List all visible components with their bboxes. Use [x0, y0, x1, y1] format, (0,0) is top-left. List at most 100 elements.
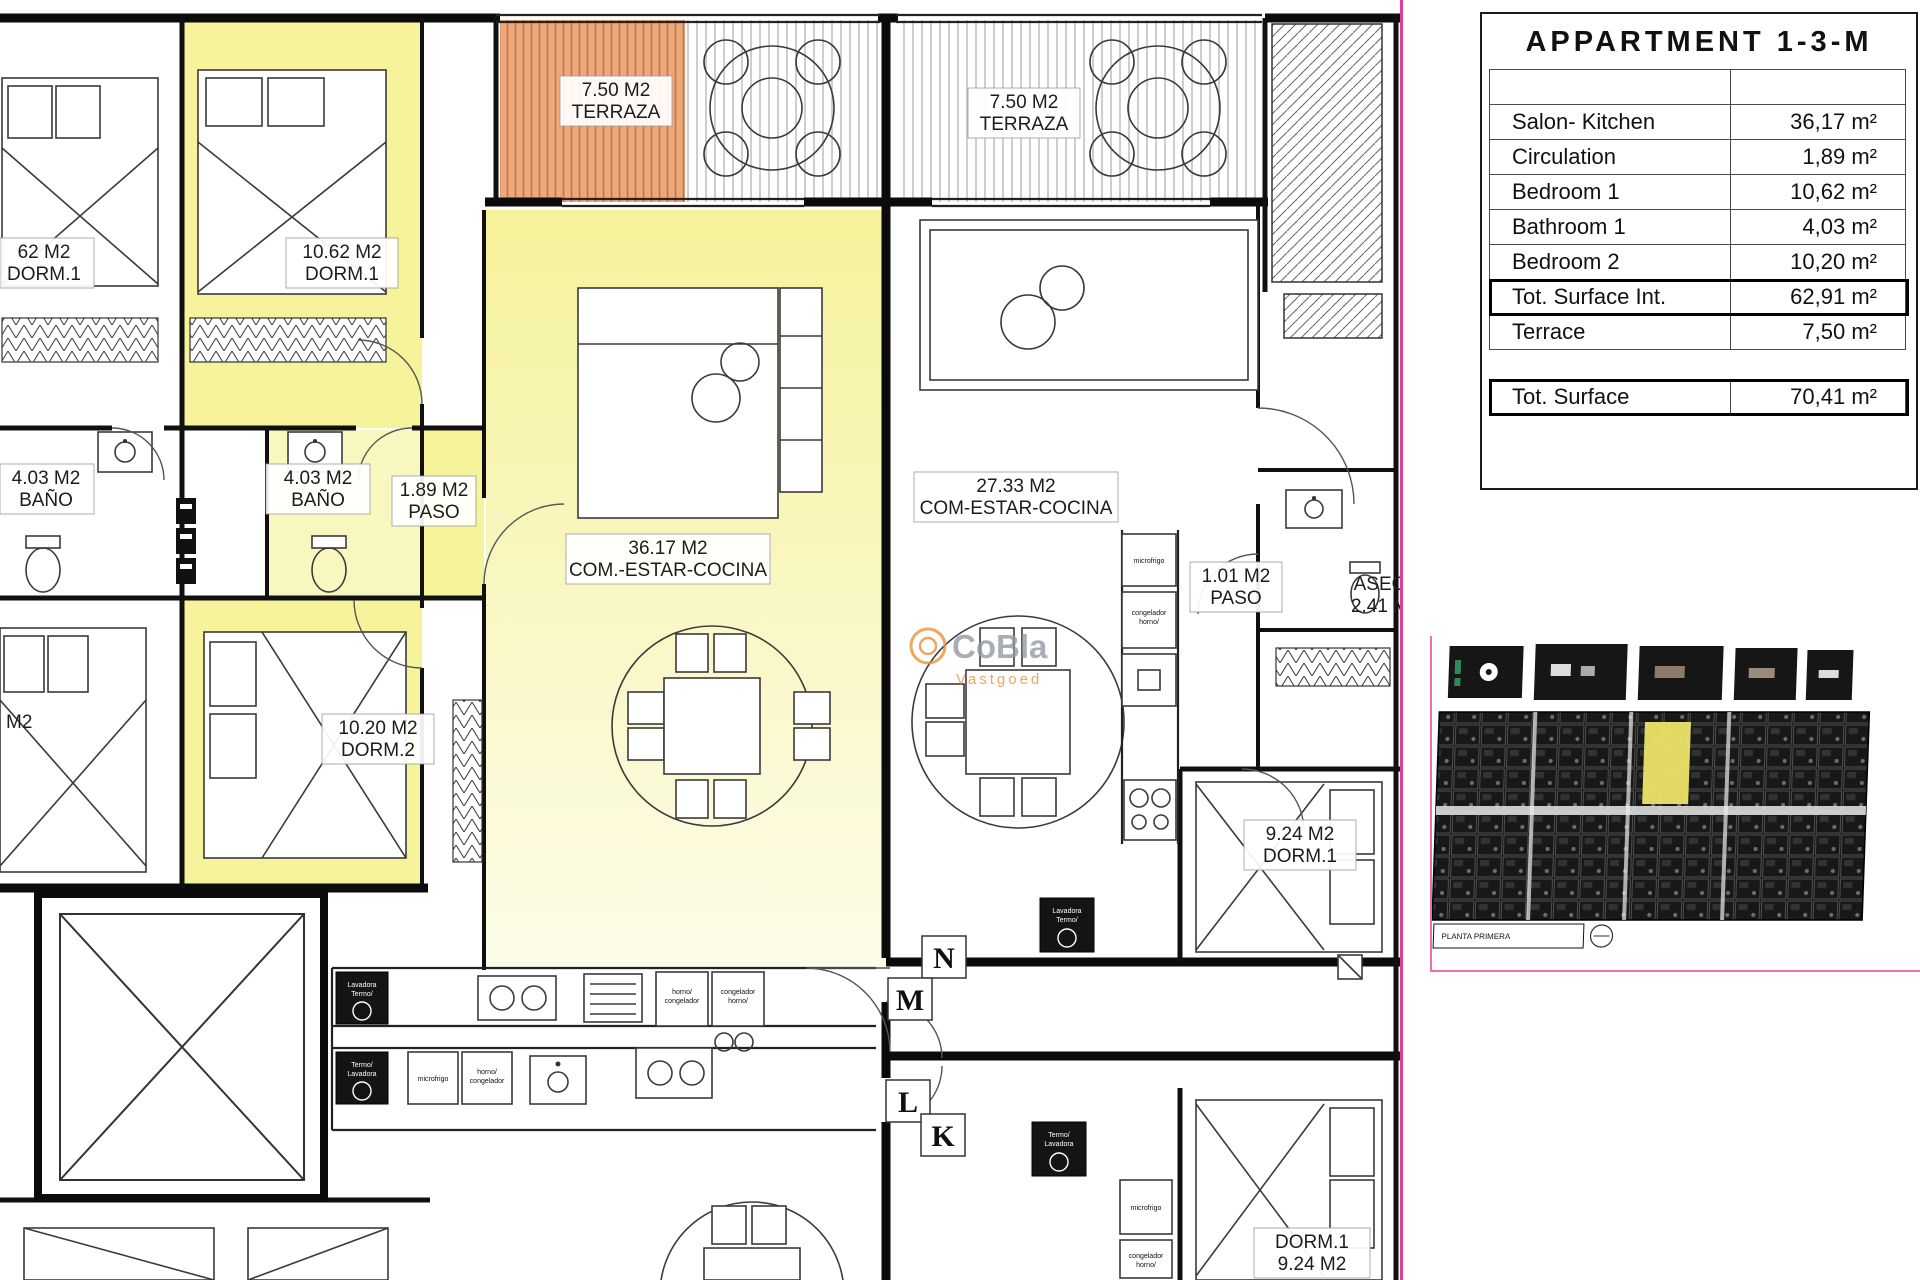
svg-text:congelador: congelador [1129, 1253, 1164, 1260]
watermark-name: CoBla [952, 628, 1048, 665]
area-value-cell: 62,91 m² [1730, 279, 1906, 315]
svg-text:1.01 M2: 1.01 M2 [1202, 566, 1271, 587]
plan-frame-line [1400, 0, 1403, 1280]
area-value-cell: 70,41 m² [1730, 379, 1906, 415]
svg-text:horno/: horno/ [477, 1069, 497, 1076]
svg-text:Termo/: Termo/ [351, 1062, 372, 1069]
washing-machine-2: Termo/ Lavadora [335, 1051, 389, 1105]
cobla-logo-icon [909, 627, 947, 665]
room-name-cell [1489, 69, 1732, 105]
beds-bottom-cut [23, 1227, 389, 1280]
room-label-terraza1: 7.50 M2 TERRAZA [559, 75, 673, 127]
inset-frame-line-h [1430, 970, 1920, 972]
room-name-cell: Terrace [1489, 314, 1732, 350]
room-label-m2-cut: M2 [6, 712, 32, 733]
inset-frame-line-v [1430, 636, 1432, 972]
aseo-fixtures [1285, 489, 1381, 614]
area-value-cell: 10,20 m² [1730, 244, 1906, 280]
svg-text:36.17 M2: 36.17 M2 [628, 538, 707, 559]
table-grid: Salon- Kitchen 36,17 m² Circulation 1,89… [1489, 69, 1909, 416]
table-row: Terrace 7,50 m² [1489, 314, 1908, 350]
floor-hatch-mark [1337, 954, 1363, 980]
svg-text:2.41 M: 2.41 M [1351, 596, 1402, 617]
svg-text:4.03 M2: 4.03 M2 [12, 468, 81, 489]
area-value-cell: 1,89 m² [1730, 139, 1906, 175]
svg-text:congelador: congelador [1132, 610, 1167, 617]
svg-text:TERRAZA: TERRAZA [980, 114, 1069, 135]
sofa-left [577, 287, 823, 519]
highlighted-unit [1642, 722, 1691, 804]
table-row-total-interior: Tot. Surface Int. 62,91 m² [1489, 279, 1909, 316]
unit-letter-l: L [898, 1086, 918, 1119]
area-summary-table: APPARTMENT 1-3-M Salon- Kitchen 36,17 m²… [1480, 12, 1918, 490]
svg-text:Lavadora: Lavadora [1052, 908, 1081, 915]
svg-text:TERRAZA: TERRAZA [572, 102, 661, 123]
svg-text:horno/: horno/ [672, 989, 692, 996]
svg-text:Termo/: Termo/ [351, 991, 372, 998]
svg-text:7.50 M2: 7.50 M2 [990, 92, 1059, 113]
micro-fridge-box: microfrigo [407, 1051, 459, 1105]
closet-corridor-right [1275, 647, 1391, 687]
washer-right-top: Lavadora Termo/ [1039, 897, 1095, 953]
svg-text:DORM.1: DORM.1 [7, 264, 81, 285]
svg-text:congelador: congelador [470, 1078, 505, 1085]
table-row [1489, 69, 1908, 105]
bathroom-left-fixtures [25, 431, 153, 593]
room-label-dorm1: 10.62 M2 DORM.1 [285, 237, 399, 289]
svg-text:1.89 M2: 1.89 M2 [400, 480, 469, 501]
freezer-bottom-right: congelador horno/ [1119, 1239, 1173, 1279]
svg-text:9.24 M2: 9.24 M2 [1266, 824, 1335, 845]
svg-text:10.20 M2: 10.20 M2 [338, 718, 417, 739]
inset-caption: PLANTA PRIMERA [1441, 932, 1511, 941]
svg-text:DORM.1: DORM.1 [1263, 846, 1337, 867]
table-row: Salon- Kitchen 36,17 m² [1489, 104, 1908, 140]
site-plan-inset: PLANTA PRIMERA [1432, 644, 1871, 949]
area-value-cell: 7,50 m² [1730, 314, 1906, 350]
unit-letter-n: N [933, 942, 955, 975]
room-label-bano1: 4.03 M2 BAÑO [0, 463, 95, 515]
svg-text:BAÑO: BAÑO [19, 489, 73, 511]
unit-letter-m: M [896, 984, 924, 1017]
washing-machine: Lavadora Termo/ [335, 971, 389, 1025]
inset-building-plan: PLANTA PRIMERA [1432, 644, 1871, 949]
sofa-right [919, 219, 1259, 391]
svg-text:62 M2: 62 M2 [18, 242, 71, 263]
room-label-dorm1-cut: 62 M2 DORM.1 [0, 237, 95, 289]
closet-dorm1 [189, 317, 387, 363]
room-label-bano2: 4.03 M2 BAÑO [265, 463, 371, 515]
dining-table-right [911, 615, 1125, 829]
svg-text:DORM.2: DORM.2 [341, 740, 415, 761]
svg-text:10.62 M2: 10.62 M2 [302, 242, 381, 263]
area-value-cell: 4,03 m² [1730, 209, 1906, 245]
room-label-terraza2: 7.50 M2 TERRAZA [967, 87, 1081, 139]
terrace-table-1 [703, 39, 841, 177]
room-name-cell: Circulation [1489, 139, 1732, 175]
closet-dorm2 [452, 699, 483, 863]
room-label-paso1: 1.89 M2 PASO [391, 475, 477, 527]
freezer-box: congelador horno/ [711, 971, 765, 1027]
kitchen-sink [529, 1055, 587, 1105]
table-row: Bedroom 1 10,62 m² [1489, 174, 1908, 210]
unit-letters: N M L K [885, 935, 967, 1157]
room-label-dorm1-bottom-right: DORM.1 9.24 M2 [1253, 1227, 1371, 1279]
svg-text:PASO: PASO [408, 502, 459, 523]
svg-text:Lavadora: Lavadora [347, 982, 376, 989]
sink-bowl-icon [734, 1032, 754, 1052]
svg-text:7.50 M2: 7.50 M2 [582, 80, 651, 101]
micro-fridge-bottom-right: microfrigo [1119, 1179, 1173, 1235]
svg-text:ASEO: ASEO [1354, 574, 1402, 595]
sink-bowl-icon [714, 1032, 734, 1052]
room-name-cell: Tot. Surface [1489, 379, 1732, 415]
room-name-cell: Bedroom 2 [1489, 244, 1732, 280]
room-label-salon2: 27.33 M2 COM-ESTAR-COCINA [913, 471, 1119, 523]
room-name-cell: Bathroom 1 [1489, 209, 1732, 245]
watermark-sub: Vastgoed [956, 671, 1042, 688]
room-name-cell: Bedroom 1 [1489, 174, 1732, 210]
room-labels: 62 M2 DORM.1 10.62 M2 DORM.1 7.50 M2 TER… [0, 75, 1402, 1279]
area-value-cell: 36,17 m² [1730, 104, 1906, 140]
cooktop [477, 975, 557, 1021]
drain-rack [583, 973, 643, 1023]
svg-text:PASO: PASO [1210, 588, 1261, 609]
svg-text:congelador: congelador [721, 989, 756, 996]
